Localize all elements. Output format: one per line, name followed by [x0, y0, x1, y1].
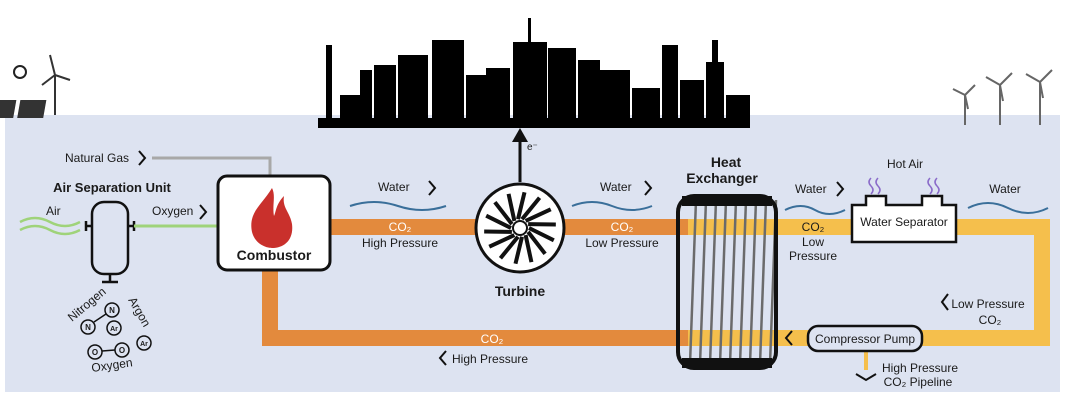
water-label: Water [795, 182, 827, 196]
water-label: Water [378, 180, 410, 194]
turbine-blade [513, 236, 524, 265]
chevron-right-icon [138, 150, 147, 166]
turbine-blade [485, 213, 512, 230]
combustor-label: Combustor [237, 247, 312, 263]
co2-label: CO₂ [481, 332, 504, 346]
water-label: Water [600, 180, 632, 194]
steam-icon [868, 177, 940, 195]
co2-label: CO₂ [611, 220, 634, 234]
chevron-right-icon [644, 180, 653, 196]
wind-turbines-icon [952, 69, 1053, 125]
turbine-blade [524, 207, 552, 223]
chevron-right-icon [836, 181, 845, 197]
asu-label: Air Separation Unit [53, 180, 171, 195]
heat-exchanger-tube [698, 199, 708, 365]
high-pressure-label: High Pressure [362, 236, 438, 250]
chevron-right-icon [428, 180, 437, 196]
heat-exchanger-tube [758, 199, 768, 365]
chevron-left-icon [438, 350, 447, 366]
turbine-blade [488, 233, 516, 249]
low-label: Low [802, 235, 824, 249]
turbine-blade [516, 191, 527, 220]
co2-label: CO₂ [389, 220, 412, 234]
heat-exchanger-tube [728, 199, 738, 365]
water-separator-label: Water Separator [860, 215, 948, 229]
water-separator-box [850, 194, 958, 244]
heat-exchanger-tube [708, 199, 718, 365]
heat-exchanger-tube [748, 199, 758, 365]
heat-exchanger-label: Exchanger [686, 170, 758, 186]
natural-gas-label: Natural Gas [65, 151, 129, 165]
turbine-blades-icon [484, 191, 556, 265]
heat-exchanger-tube [738, 199, 748, 365]
water-wave-icon [349, 201, 447, 211]
air-wave-icon [19, 216, 81, 236]
low-pressure-label: Low Pressure [951, 297, 1025, 311]
turbine-label: Turbine [495, 283, 546, 299]
water-label: Water [989, 182, 1021, 196]
flame-icon [251, 188, 293, 248]
compressor-pump-label: Compressor Pump [815, 332, 915, 346]
chevron-right-icon [199, 204, 208, 220]
co2-pipeline-label: CO₂ Pipeline [884, 375, 953, 389]
city-skyline-icon [318, 18, 750, 128]
water-wave-icon [571, 201, 653, 211]
pressure-label: Pressure [789, 249, 837, 263]
atom-ar: Ar [140, 341, 148, 348]
co2-label: CO₂ [979, 313, 1002, 327]
natural-gas-line [152, 156, 272, 176]
chevron-left-icon [784, 330, 793, 346]
water-wave-icon [967, 202, 1049, 214]
turbine-blade [526, 230, 547, 256]
high-pressure-label: High Pressure [452, 352, 528, 366]
low-pressure-label: Low Pressure [585, 236, 659, 250]
turbine-blade [523, 234, 534, 263]
atom-n: N [85, 323, 91, 332]
turbine-blade [493, 200, 514, 226]
heat-exchanger-tube [718, 199, 728, 365]
solar-wind-icon [0, 54, 71, 118]
pipeline-high-pressure-label: High Pressure [882, 361, 958, 375]
co2-label: CO₂ [802, 220, 825, 234]
oxygen-label: Oxygen [152, 204, 193, 218]
atom-o: O [119, 346, 125, 355]
atom-n: N [109, 306, 115, 315]
heat-exchanger-tube [688, 199, 698, 365]
heat-exchanger-label: Heat [711, 154, 742, 170]
water-wave-icon [784, 205, 846, 215]
electron-label: e⁻ [527, 142, 538, 153]
turbine-blade [520, 196, 542, 221]
chevron-down-icon [855, 373, 877, 382]
air-label: Air [46, 204, 61, 218]
arrow-up-icon [512, 128, 528, 142]
hot-air-label: Hot Air [887, 157, 923, 171]
chevron-left-icon [940, 293, 949, 311]
cool-co2-pipe [688, 219, 1050, 370]
turbine-blade [498, 235, 520, 260]
compressor-pump-box [806, 324, 924, 353]
atom-o: O [92, 348, 98, 357]
oxygen-molecule-label: Oxygen [90, 355, 133, 375]
turbine-blade [528, 226, 555, 243]
turbine-blade [506, 193, 517, 222]
atom-ar: Ar [110, 326, 118, 333]
